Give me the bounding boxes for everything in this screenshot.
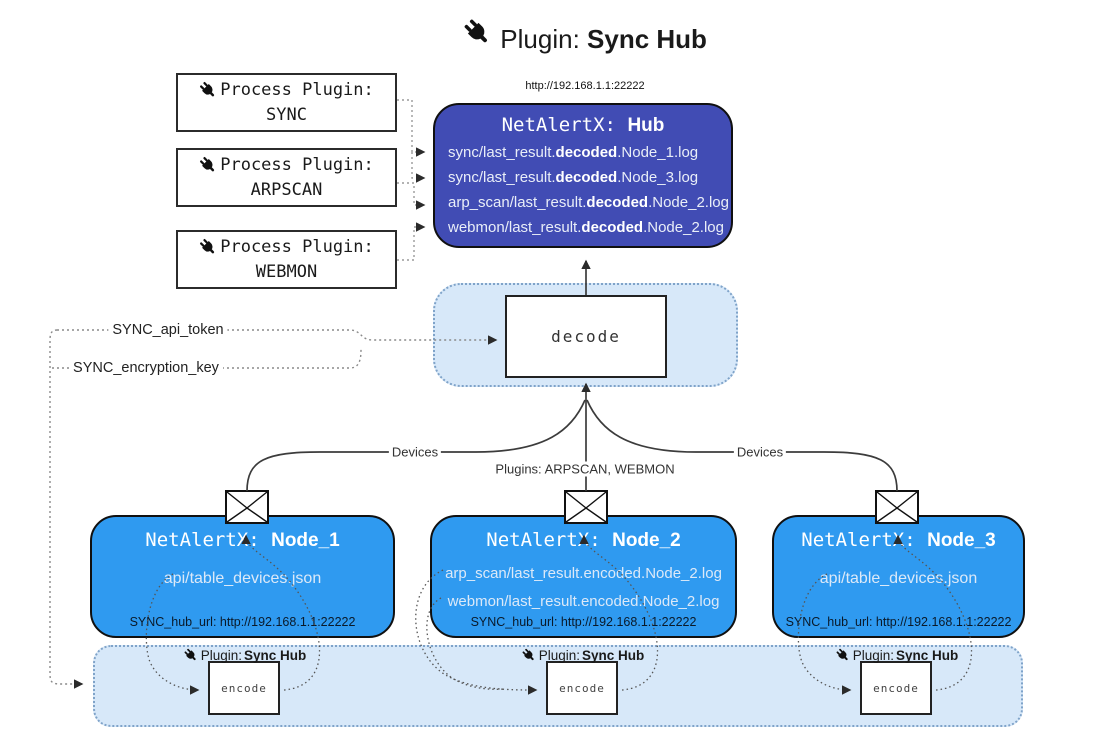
plug-icon (184, 648, 199, 663)
hub-box: NetAlertX: Hub sync/last_result.decoded.… (433, 103, 733, 248)
edge-sync-to-hub-2 (411, 152, 426, 183)
edge-webmon-to-hub (397, 222, 426, 261)
envelope-icon (875, 490, 919, 524)
page-title: Plugin: Sync Hub (463, 18, 707, 55)
node-file: api/table_devices.json (163, 570, 322, 587)
node-file: api/table_devices.json (819, 570, 978, 587)
node-title: NetAlertX: Node_1 (145, 529, 340, 551)
hub-log-lines: sync/last_result.decoded.Node_1.log sync… (435, 137, 731, 240)
node-2-box: NetAlertX: Node_2 arp_scan/last_result.e… (430, 515, 737, 638)
edge-arpscan-to-hub (397, 182, 426, 210)
process-plugin-label: Process Plugin: (220, 154, 374, 175)
edge-settings-to-encoders (49, 329, 84, 689)
edge-label-devices-left: Devices (388, 444, 442, 460)
encode-box: encode (546, 661, 618, 715)
encode-box: encode (860, 661, 932, 715)
node-file: arp_scan/last_result.encoded.Node_2.log (445, 565, 722, 582)
node-3-box: NetAlertX: Node_3 api/table_devices.json… (772, 515, 1025, 638)
hub-log-line: webmon/last_result.decoded.Node_2.log (448, 219, 724, 236)
process-plugin-webmon-box: Process Plugin: WEBMON (176, 230, 397, 289)
process-plugin-arpscan-box: Process Plugin: ARPSCAN (176, 148, 397, 207)
process-plugin-name: SYNC (266, 104, 307, 125)
plug-icon (522, 648, 537, 663)
process-plugin-label: Process Plugin: (220, 236, 374, 257)
edge-label-devices-right: Devices (733, 444, 787, 460)
encoder-plugin-label: Plugin:Sync Hub (522, 648, 644, 663)
envelope-icon (225, 490, 269, 524)
page-title-name: Sync Hub (587, 24, 707, 54)
edge-sync-to-hub-1 (397, 99, 426, 157)
plug-icon (199, 81, 218, 100)
node-files: arp_scan/last_result.encoded.Node_2.log … (432, 560, 735, 616)
hub-log-line: sync/last_result.decoded.Node_1.log (448, 144, 699, 161)
envelope-icon (564, 490, 608, 524)
encode-box: encode (208, 661, 280, 715)
plug-icon (199, 156, 218, 175)
sync-api-token-label: SYNC_api_token (108, 322, 228, 338)
hub-log-line: arp_scan/last_result.decoded.Node_2.log (448, 194, 729, 211)
edge-label-plugins: Plugins: ARPSCAN, WEBMON (492, 461, 678, 477)
hub-title: NetAlertX: Hub (501, 114, 665, 136)
node-title: NetAlertX: Node_2 (486, 529, 681, 551)
encoder-plugin-label: Plugin:Sync Hub (836, 648, 958, 663)
plug-icon (463, 18, 493, 48)
hub-log-line: sync/last_result.decoded.Node_3.log (448, 169, 699, 186)
sync-encryption-key-label: SYNC_encryption_key (69, 360, 223, 376)
process-plugin-name: WEBMON (255, 261, 318, 282)
page-title-label: Plugin: (500, 24, 580, 54)
encoder-plugin-label: Plugin:Sync Hub (184, 648, 306, 663)
decode-box: decode (505, 295, 667, 378)
plug-icon (836, 648, 851, 663)
process-plugin-sync-box: Process Plugin: SYNC (176, 73, 397, 132)
process-plugin-label: Process Plugin: (220, 79, 374, 100)
node-hub-url: SYNC_hub_url: http://192.168.1.1:22222 (129, 615, 356, 629)
node-title: NetAlertX: Node_3 (801, 529, 996, 551)
node-hub-url: SYNC_hub_url: http://192.168.1.1:22222 (470, 615, 697, 629)
node-1-box: NetAlertX: Node_1 api/table_devices.json… (90, 515, 395, 638)
plug-icon (199, 238, 218, 257)
node-file: webmon/last_result.encoded.Node_2.log (447, 593, 720, 610)
process-plugin-name: ARPSCAN (250, 179, 323, 200)
hub-url-label: http://192.168.1.1:22222 (525, 80, 645, 92)
node-hub-url: SYNC_hub_url: http://192.168.1.1:22222 (785, 615, 1012, 629)
